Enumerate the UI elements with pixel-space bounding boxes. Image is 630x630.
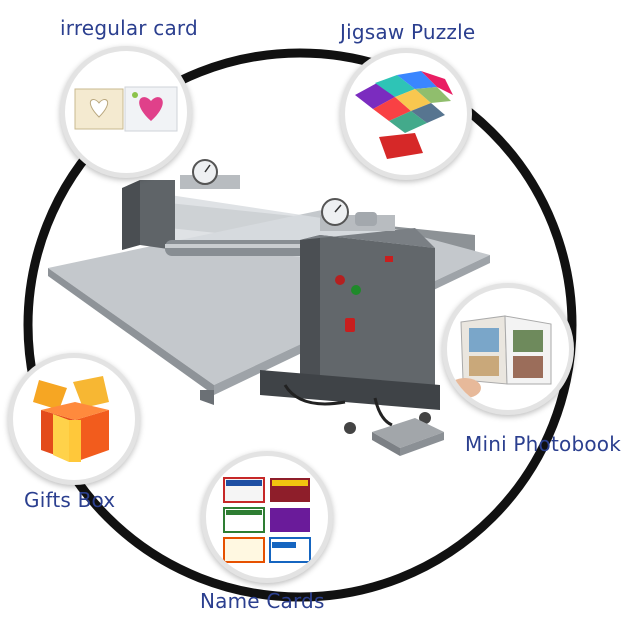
irregular-card-thumbnail xyxy=(60,46,192,178)
gifts-box-thumbnail xyxy=(8,353,140,485)
name-cards-label: Name Cards xyxy=(200,589,325,613)
irregular-card-label: irregular card xyxy=(60,16,198,40)
jigsaw-puzzle-thumbnail xyxy=(340,48,472,180)
name-cards-thumbnail xyxy=(201,451,333,583)
mini-photobook-label: Mini Photobook xyxy=(465,432,622,456)
mini-photobook-thumbnail xyxy=(442,283,574,415)
gifts-box-label: Gifts Box xyxy=(24,488,116,512)
jigsaw-puzzle-label: Jigsaw Puzzle xyxy=(340,20,476,44)
